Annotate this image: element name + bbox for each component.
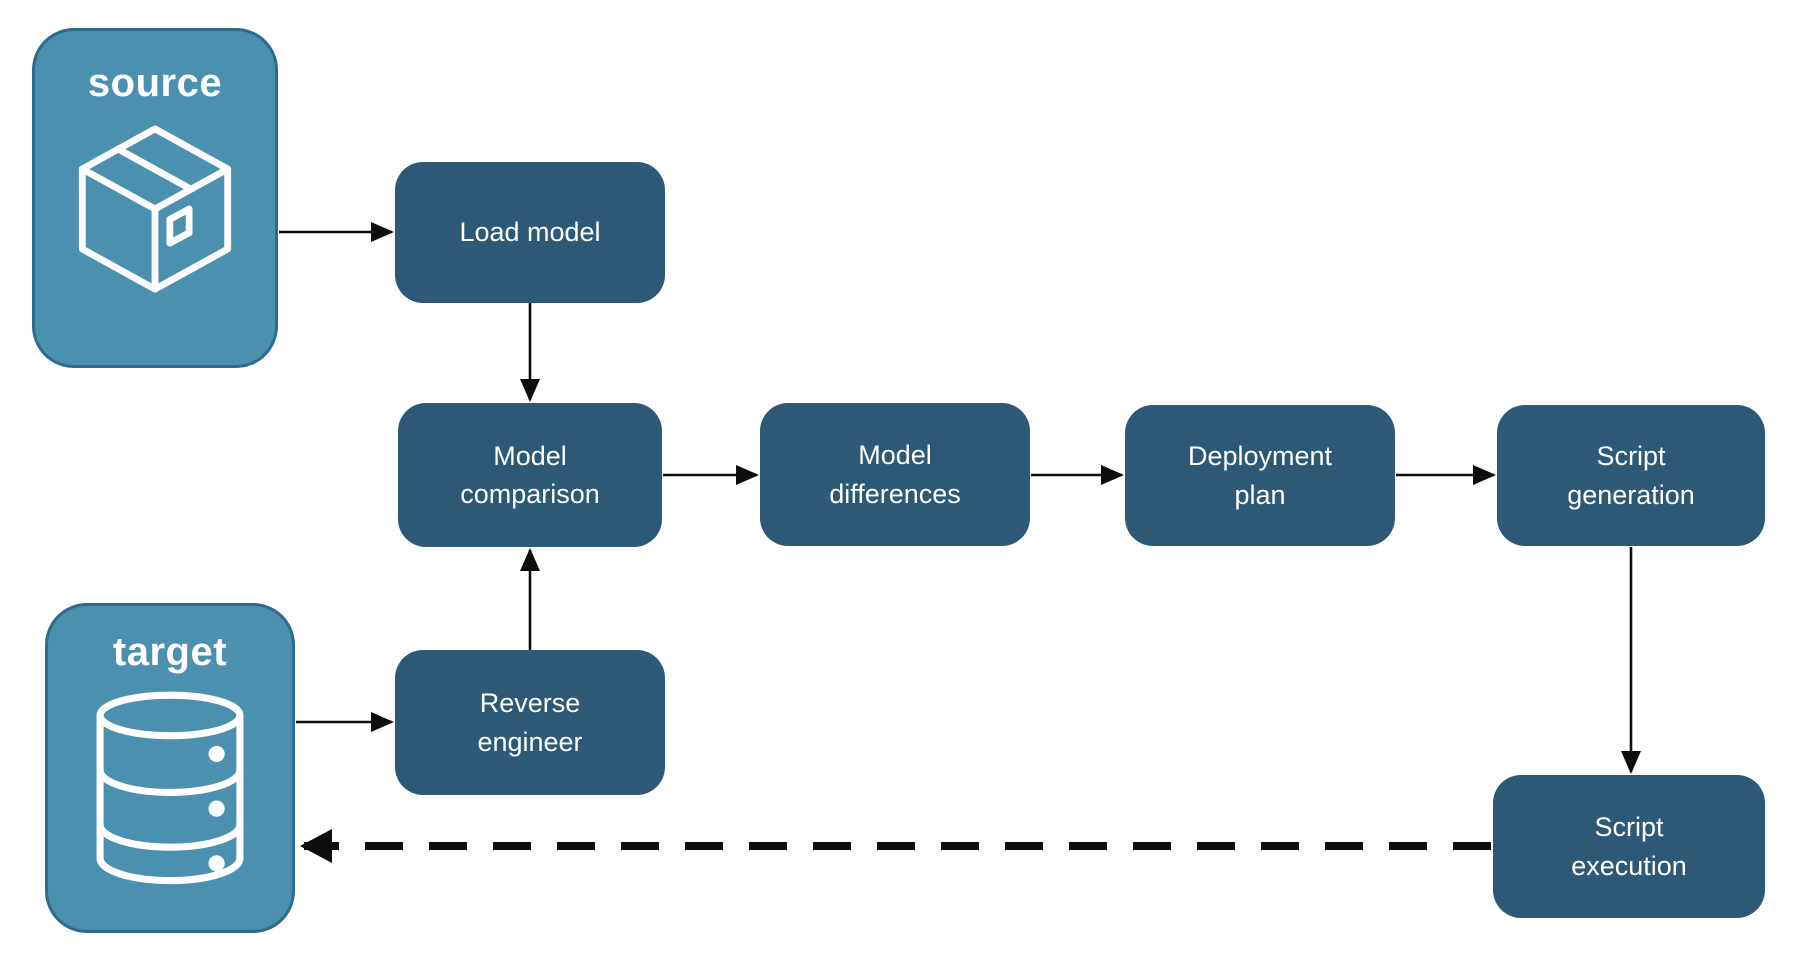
node-script-generation: Script generation	[1497, 405, 1765, 546]
node-model-differences: Model differences	[760, 403, 1030, 546]
target-label: target	[112, 630, 228, 674]
node-model-comparison: Model comparison	[398, 403, 662, 547]
load-model-label: Load model	[459, 217, 601, 248]
node-load-model: Load model	[395, 162, 665, 303]
database-icon	[96, 691, 244, 885]
deployment-plan-label: Deployment plan	[1187, 441, 1333, 510]
package-icon	[78, 125, 232, 293]
node-source: source	[32, 28, 278, 368]
reverse-engineer-label: Reverse engineer	[477, 688, 583, 757]
script-generation-label: Script generation	[1567, 441, 1695, 510]
model-differences-label: Model differences	[829, 440, 961, 509]
source-label: source	[87, 61, 223, 105]
model-comparison-label: Model comparison	[460, 440, 600, 509]
node-script-execution: Script execution	[1493, 775, 1765, 918]
node-reverse-engineer: Reverse engineer	[395, 650, 665, 795]
node-deployment-plan: Deployment plan	[1125, 405, 1395, 546]
script-execution-label: Script execution	[1571, 812, 1687, 881]
node-target: target	[45, 603, 295, 933]
